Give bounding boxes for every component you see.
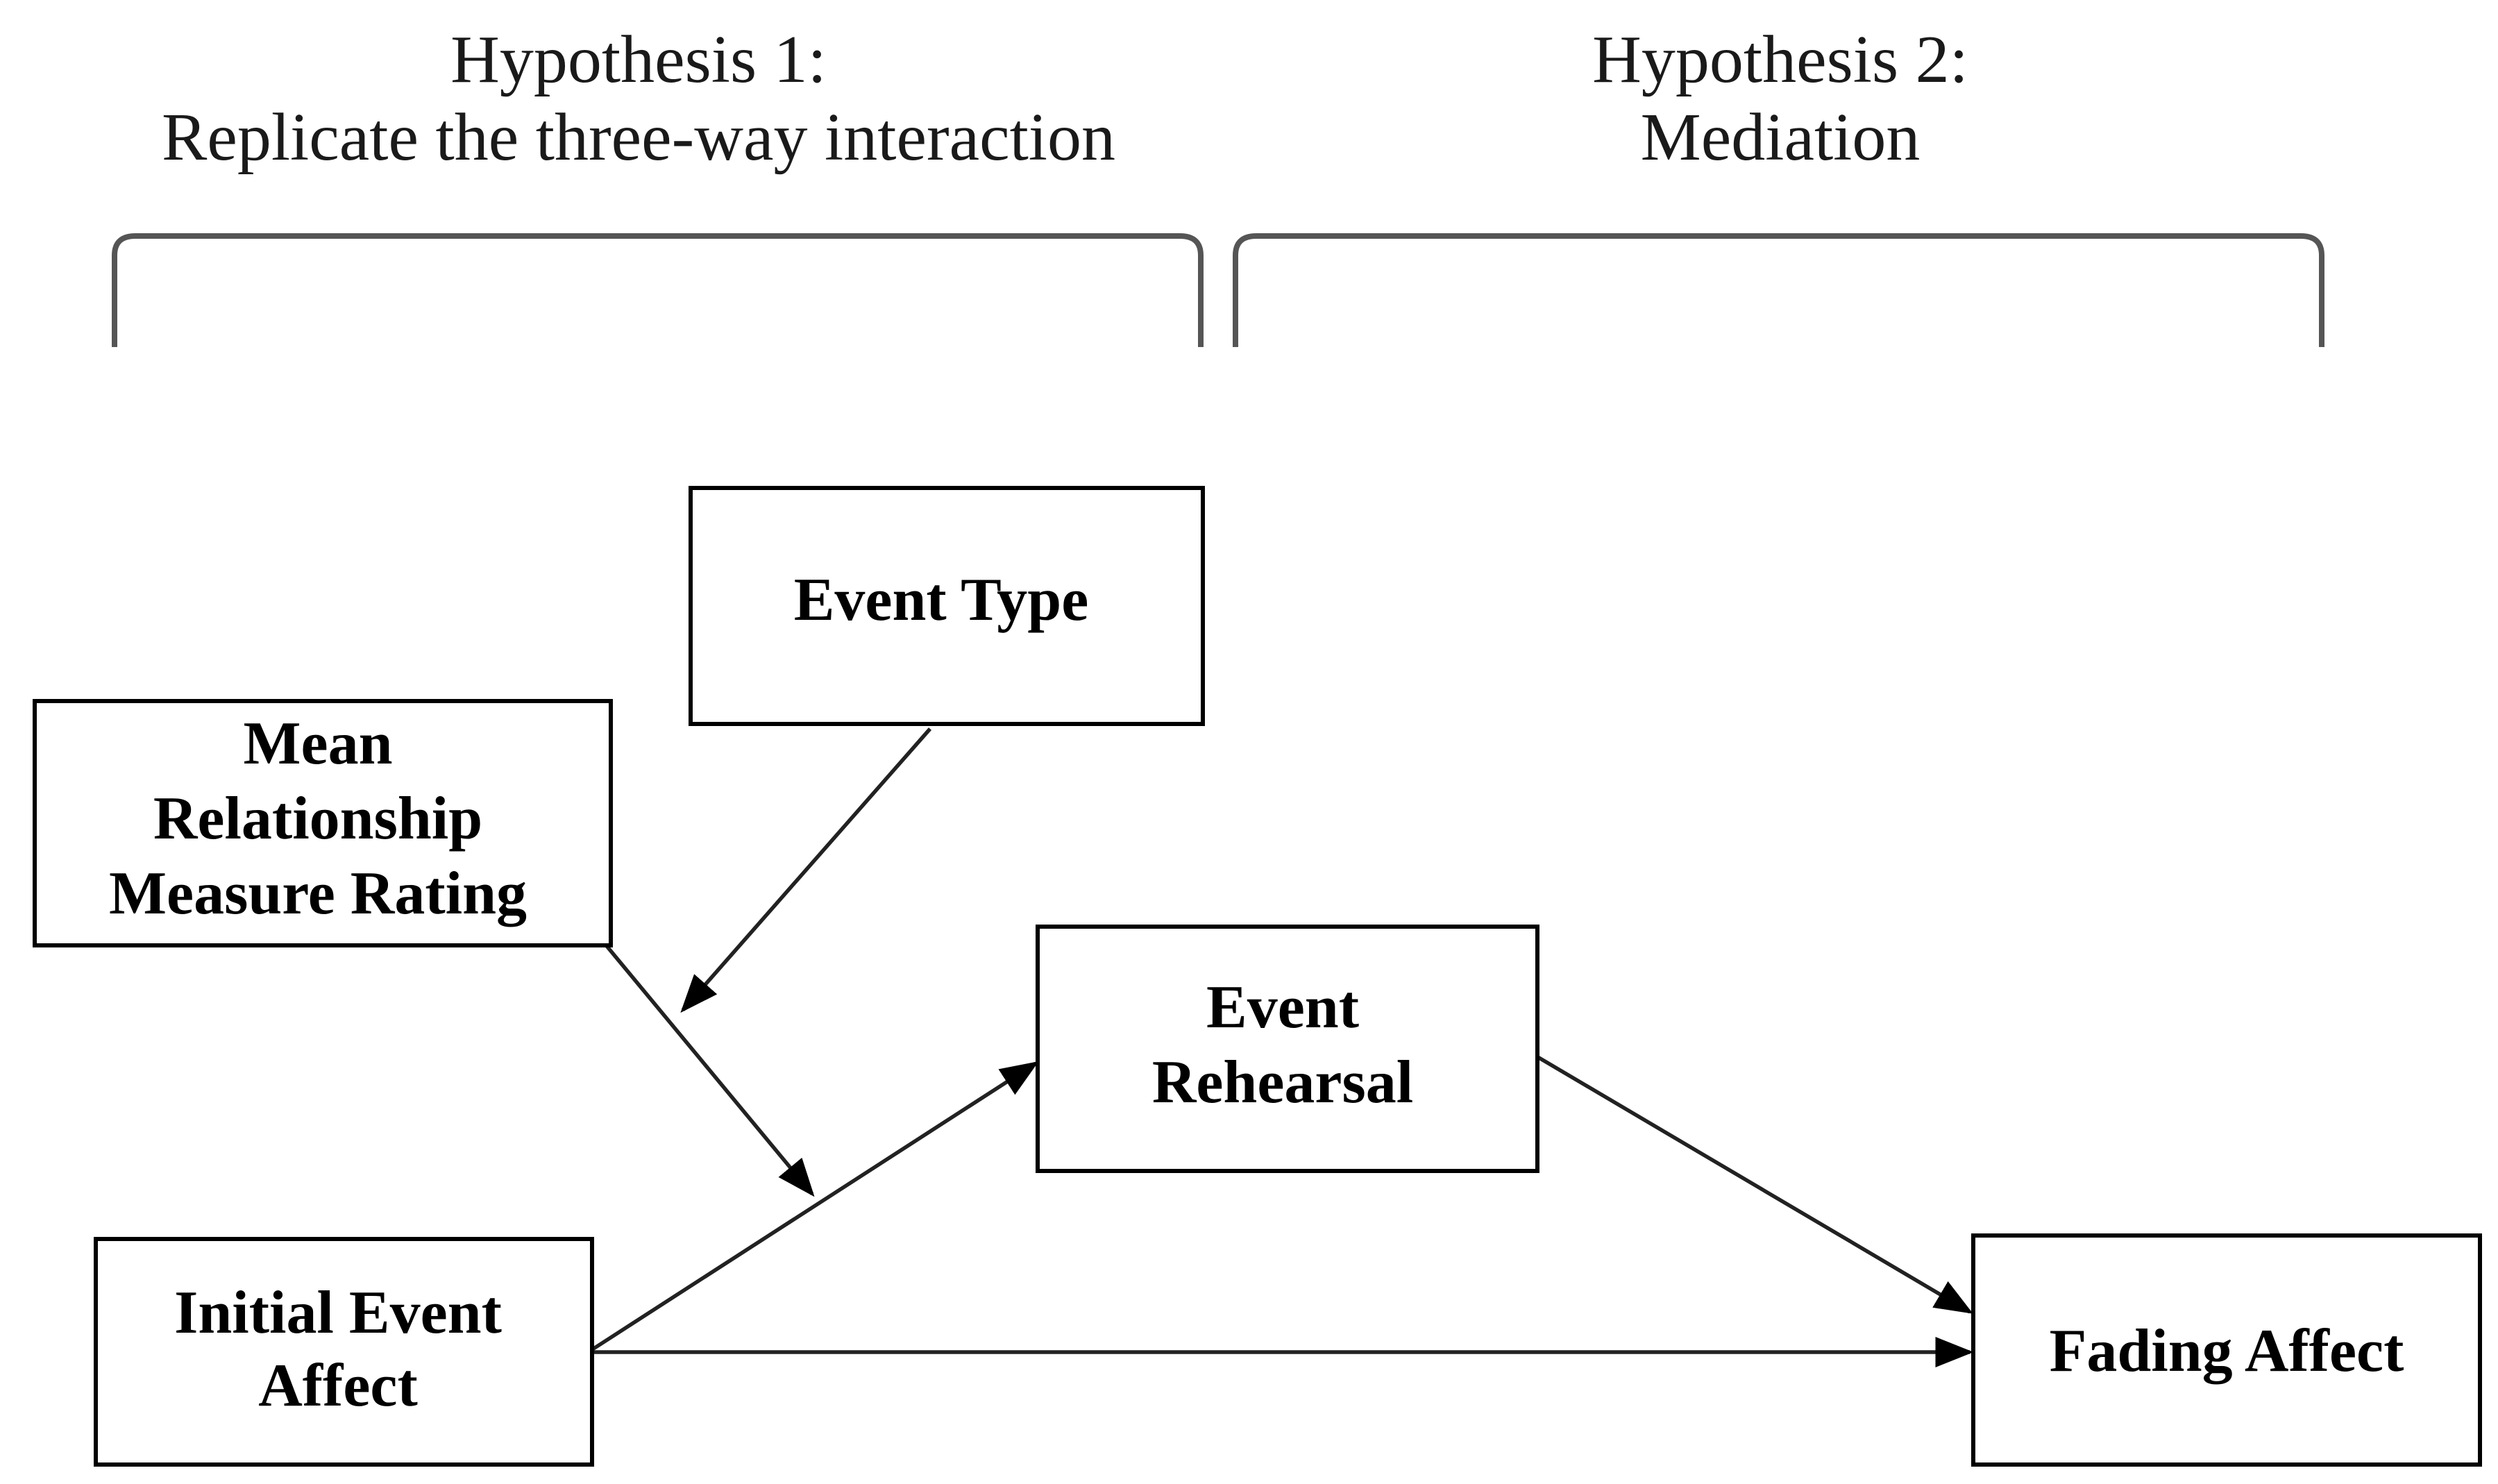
fading-affect-label: Fading Affect xyxy=(2050,1317,2404,1385)
initial-event-affect-box: Initial Event Affect xyxy=(94,1237,594,1467)
hypothesis-1-heading: Hypothesis 1: Replicate the three-way in… xyxy=(162,22,1115,175)
hypothesis-2-title: Hypothesis 2: xyxy=(1592,22,1968,97)
hypothesis-1-title: Hypothesis 1: xyxy=(450,22,827,97)
hypothesis-2-subtitle: Mediation xyxy=(1641,100,1921,175)
fading-affect-box: Fading Affect xyxy=(1971,1233,2482,1467)
arrow-rehearsal-to-fading-affect xyxy=(1535,1054,1973,1314)
mean-relationship-label-line3: Measure Rating xyxy=(109,860,527,927)
mean-relationship-box: Mean Relationship Measure Rating xyxy=(33,699,613,947)
arrow-mean-relationship-to-moderation xyxy=(602,941,815,1197)
event-type-label: Event Type xyxy=(794,566,1089,634)
event-rehearsal-label-line1: Event xyxy=(1206,974,1359,1041)
initial-event-affect-label-line1: Initial Event xyxy=(174,1279,502,1347)
arrow-initial-affect-to-rehearsal xyxy=(590,1061,1039,1352)
event-rehearsal-label-line2: Rehearsal xyxy=(1152,1049,1413,1116)
event-rehearsal-box: Event Rehearsal xyxy=(1036,925,1539,1173)
mean-relationship-label-line1: Mean xyxy=(243,710,392,777)
mean-relationship-label-line2: Relationship xyxy=(153,785,482,852)
initial-event-affect-label-line2: Affect xyxy=(258,1352,418,1419)
hypothesis-2-heading: Hypothesis 2: Mediation xyxy=(1592,22,1968,175)
arrow-event-type-to-moderation xyxy=(680,727,932,1013)
hypothesis-1-bracket xyxy=(112,233,1204,347)
event-type-box: Event Type xyxy=(689,486,1205,726)
hypothesis-2-bracket xyxy=(1233,233,2324,347)
hypothesis-1-subtitle: Replicate the three-way interaction xyxy=(162,100,1115,175)
